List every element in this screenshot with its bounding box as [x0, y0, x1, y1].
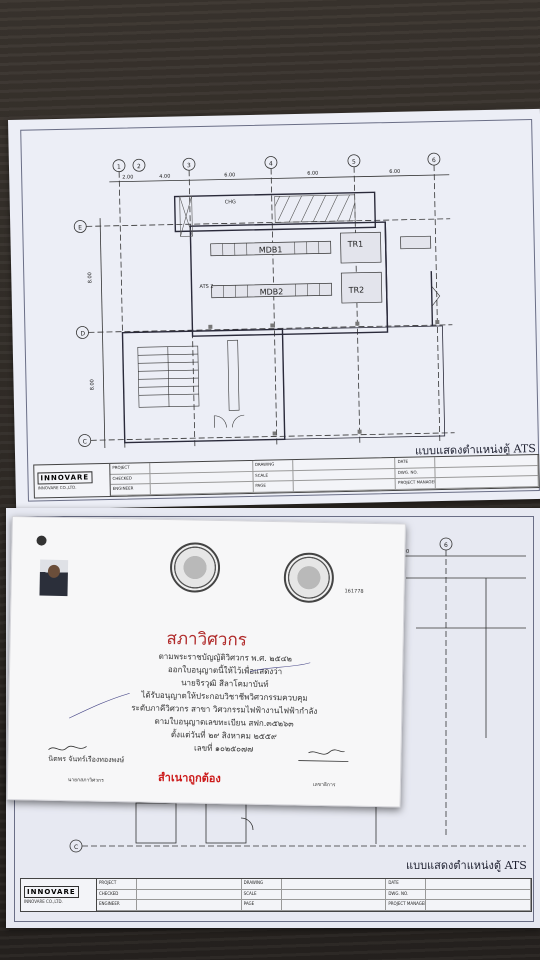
- brand-logo-bottom: INNOVARE: [24, 886, 79, 898]
- field-checked-b: CHECKED: [97, 889, 137, 901]
- company-name-bottom: INNOVARE CO.,LTD.: [24, 899, 63, 904]
- handwriting-marks: [48, 662, 349, 762]
- company-name: INNOVARE CO.,LTD.: [37, 484, 77, 491]
- field-engineer-b: ENGINEER: [97, 900, 137, 911]
- dim-v-1: 8.00: [87, 272, 93, 283]
- dim-v-2: 8.00: [89, 379, 95, 390]
- grid-row-c: C: [83, 438, 87, 445]
- grid-col-6: 6: [432, 157, 436, 164]
- room-tr2: TR2: [348, 286, 365, 295]
- grid-row-c-bottom: C: [74, 844, 78, 851]
- grid-col-1: 1: [117, 164, 121, 171]
- field-drawing-b: DRAWING: [241, 879, 282, 890]
- field-engineer: ENGINEER: [110, 484, 151, 496]
- title-block-logo: INNOVARE INNOVARE CO.,LTD.: [34, 463, 111, 498]
- dim-h-2: 4.00: [159, 174, 170, 180]
- dim-h-1: 2.00: [122, 174, 133, 180]
- title-block-fields-bottom: PROJECT DRAWING DATE CHECKED SCALE DWG. …: [97, 879, 531, 911]
- dim-h-3: 6.00: [224, 172, 235, 178]
- drawing-caption-bottom: แบบแสดงตำแหน่งตู้ ATS: [406, 859, 527, 872]
- dim-h-5: 6.00: [389, 169, 400, 175]
- grid-col-6-bottom: 6: [444, 542, 448, 549]
- room-ats: ATS 2: [199, 284, 213, 290]
- room-mdb2: MDB2: [260, 287, 284, 296]
- field-scale-b: SCALE: [241, 889, 282, 901]
- title-block-bottom: INNOVARE INNOVARE CO.,LTD. PROJECT DRAWI…: [20, 878, 532, 912]
- grid-row-e: E: [78, 224, 82, 231]
- grid-col-5: 5: [352, 159, 356, 166]
- field-date: DATE: [395, 457, 436, 469]
- field-page: PAGE: [253, 481, 294, 493]
- field-project-manager-b: PROJECT MANAGER: [386, 900, 427, 911]
- engineer-license-certificate: 161778 สภาวิศวกร ตามพระราชบัญญัติวิศวกร …: [6, 516, 406, 808]
- field-project-manager: PROJECT MANAGER: [395, 478, 437, 490]
- room-tr1: TR1: [347, 240, 364, 249]
- field-dwg-no-b: DWG. NO.: [386, 889, 427, 901]
- field-date-b: DATE: [386, 879, 427, 890]
- room-mdb1: MDB1: [259, 245, 283, 254]
- grid-col-3: 3: [187, 162, 191, 169]
- floor-plan-drawing: 1 2 3 4 5 6 E D C 2.00 4.00 6.00 6.00 6.…: [73, 152, 455, 449]
- dim-h-4: 6.00: [307, 171, 318, 177]
- field-project-b: PROJECT: [97, 879, 137, 890]
- room-chiller: CHG: [225, 199, 236, 205]
- brand-logo: INNOVARE: [37, 471, 93, 485]
- drawing-sheet-top: 1 2 3 4 5 6 E D C 2.00 4.00 6.00 6.00 6.…: [8, 108, 540, 510]
- title-block-logo-bottom: INNOVARE INNOVARE CO.,LTD.: [21, 879, 97, 911]
- grid-row-d: D: [80, 330, 85, 337]
- grid-col-2: 2: [137, 163, 141, 170]
- field-scale: SCALE: [253, 470, 294, 483]
- field-page-b: PAGE: [241, 900, 282, 911]
- field-dwg-no: DWG. NO.: [395, 467, 436, 480]
- grid-col-4: 4: [269, 160, 273, 167]
